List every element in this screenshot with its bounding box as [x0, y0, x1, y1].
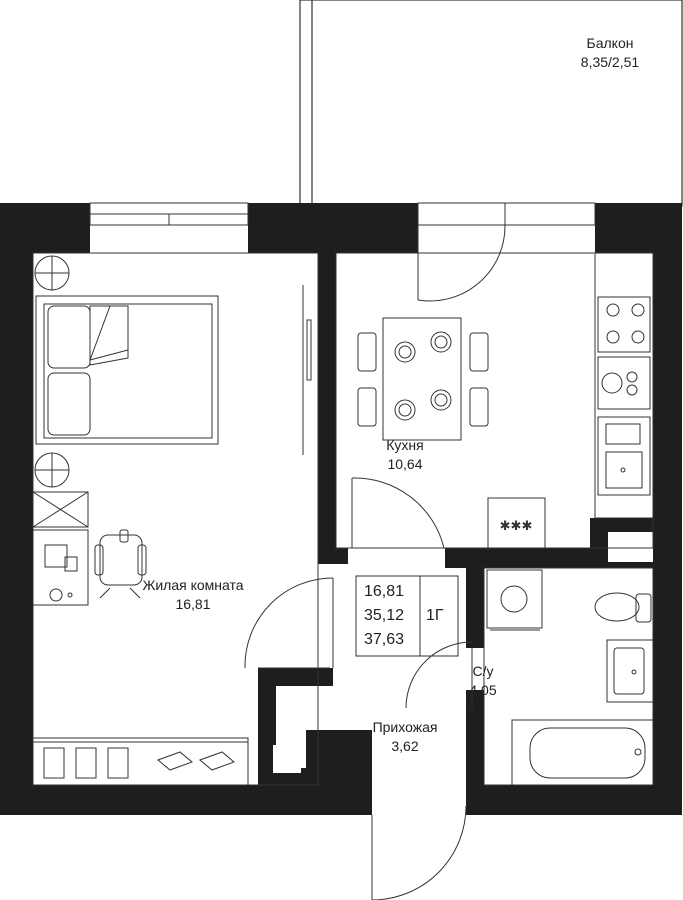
office-chair: [94, 529, 147, 599]
summary-apartment-type: 1Г: [426, 607, 444, 624]
radiators: [34, 255, 70, 488]
hallway-name: Прихожая: [372, 719, 438, 735]
balcony: [299, 0, 683, 207]
kitchen-label: Кухня 10,64: [360, 436, 450, 474]
summary-total-with-balcony: 37,63: [364, 631, 405, 648]
summary-box: [355, 575, 459, 657]
balcony-name: Балкон: [586, 35, 634, 51]
bathroom-name: С/у: [472, 663, 494, 679]
walls: [0, 203, 682, 815]
entrance-door[interactable]: [371, 805, 467, 900]
kitchen-name: Кухня: [386, 437, 424, 453]
living-room-label: Жилая комната 16,81: [128, 576, 258, 614]
summary-living-area: 16,81: [364, 583, 405, 600]
living-room-area: 16,81: [175, 596, 211, 612]
kitchen-area: 10,64: [387, 456, 423, 472]
bed: [35, 295, 219, 445]
kitchen-door[interactable]: [351, 477, 445, 549]
living-room-door[interactable]: [244, 577, 334, 669]
windows: [89, 202, 596, 226]
washing-machine: [486, 569, 543, 631]
dining-table: [357, 317, 489, 441]
storage-box: [32, 491, 89, 528]
bathtub: [511, 719, 654, 786]
summary-total-area: 35,12: [364, 607, 405, 624]
bathroom-label: С/у 4,05: [448, 662, 518, 700]
closet: [32, 737, 249, 786]
balcony-label: Балкон 8,35/2,51: [560, 34, 660, 72]
fridge: ✱✱✱: [487, 497, 546, 549]
hallway-label: Прихожая 3,62: [355, 718, 455, 756]
kitchen-counter: [594, 252, 654, 519]
sink: [606, 639, 654, 703]
toilet: [594, 592, 652, 623]
bathroom-door[interactable]: [405, 641, 473, 709]
living-room-name: Жилая комната: [142, 577, 244, 593]
balcony-area: 8,35/2,51: [580, 54, 640, 70]
balcony-door[interactable]: [417, 224, 506, 302]
svg-text:✱✱✱: ✱✱✱: [500, 518, 533, 533]
wardrobe-panel: [302, 285, 312, 455]
wall-cutouts: [273, 532, 653, 773]
hallway-area: 3,62: [391, 738, 419, 754]
desk: [32, 529, 89, 606]
bathroom-area: 4,05: [469, 682, 497, 698]
